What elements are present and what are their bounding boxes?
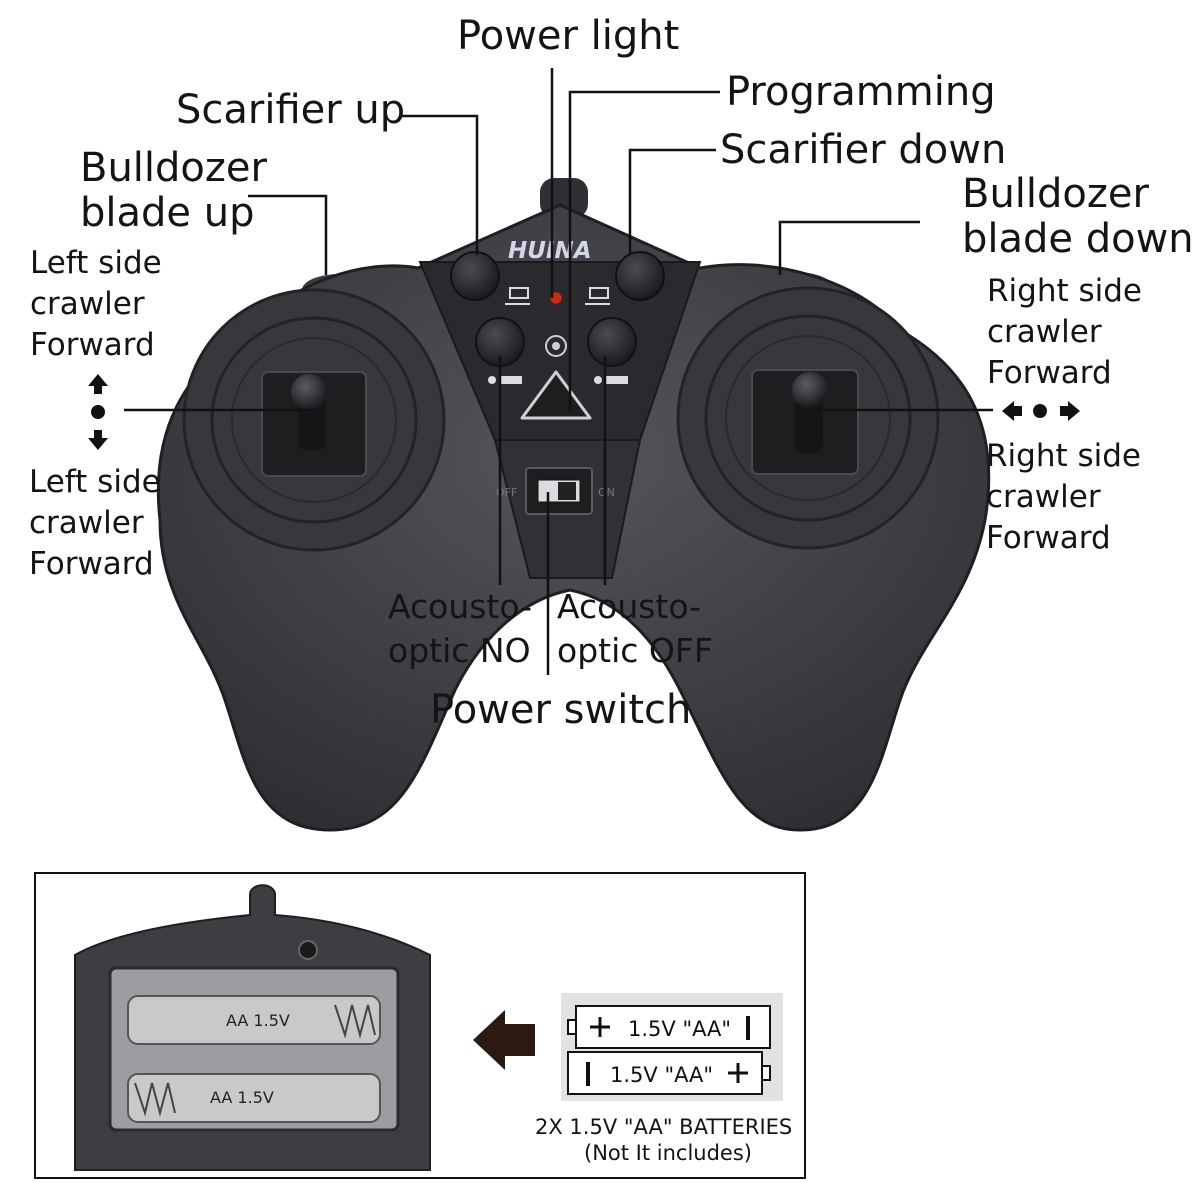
light-sound-icon	[488, 376, 522, 384]
insert-arrow-icon	[473, 1010, 535, 1070]
battery-cells	[561, 993, 783, 1101]
battery-caption-line-2: (Not It includes)	[584, 1141, 752, 1165]
switch-off-label: OFF	[496, 486, 517, 499]
scarifier-up-button[interactable]	[450, 251, 500, 301]
compartment-cell-2-label: AA 1.5V	[210, 1088, 274, 1107]
left-joystick[interactable]	[291, 374, 327, 450]
label-bulldozer-blade-up: Bulldozer blade up	[80, 145, 267, 237]
light-sound-off-icon	[594, 376, 628, 384]
plus-icon-cell-2	[728, 1063, 748, 1083]
switch-on-label: ON	[598, 486, 615, 499]
leader-bulldozer-blade-up	[248, 194, 328, 275]
arrow-left-icon	[1002, 401, 1022, 421]
plus-icon-cell-1	[590, 1017, 610, 1037]
scarifier-down-button[interactable]	[615, 251, 665, 301]
brand-logo: HUINA	[508, 238, 592, 264]
arrow-right-icon	[1060, 401, 1080, 421]
cell-1-label: 1.5V "AA"	[628, 1017, 731, 1041]
programming-button[interactable]	[520, 370, 592, 420]
compartment-cell-1-label: AA 1.5V	[226, 1011, 290, 1030]
label-power-switch: Power switch	[430, 687, 692, 733]
label-programming: Programming	[726, 69, 996, 115]
arrow-up-icon	[88, 374, 108, 394]
label-right-crawler-top: Right side crawler Forward	[987, 273, 1142, 392]
label-acousto-optic-on: Acousto- optic NO	[388, 587, 533, 670]
dot-icon-right	[1033, 404, 1047, 418]
leader-programming	[568, 90, 720, 410]
leader-bulldozer-blade-down	[778, 220, 920, 275]
label-scarifier-up: Scarifier up	[176, 87, 406, 133]
label-left-crawler-bottom: Left side crawler Forward	[29, 464, 161, 583]
right-joystick[interactable]	[792, 372, 828, 453]
settings-icon	[545, 335, 567, 357]
excavator-icon-left	[505, 287, 530, 305]
label-right-crawler-bottom: Right side crawler Forward	[986, 438, 1141, 557]
leader-scarifier-up	[402, 114, 479, 255]
battery-caption-line-1: 2X 1.5V "AA" BATTERIES	[535, 1115, 793, 1139]
battery-compartment: AA 1.5V AA 1.5V	[74, 884, 431, 1171]
leader-scarifier-down	[628, 148, 716, 255]
label-power-light: Power light	[457, 13, 680, 59]
label-bulldozer-blade-down: Bulldozer blade down	[962, 171, 1194, 263]
label-scarifier-down: Scarifier down	[720, 127, 1007, 173]
acousto-optic-off-button[interactable]	[587, 317, 637, 367]
cell-2-label: 1.5V "AA"	[610, 1063, 713, 1087]
dot-icon	[91, 405, 105, 419]
label-acousto-optic-off: Acousto- optic OFF	[557, 587, 713, 670]
label-left-crawler-top: Left side crawler Forward	[30, 245, 162, 364]
arrow-down-icon	[88, 430, 108, 450]
excavator-icon-right	[585, 287, 610, 305]
